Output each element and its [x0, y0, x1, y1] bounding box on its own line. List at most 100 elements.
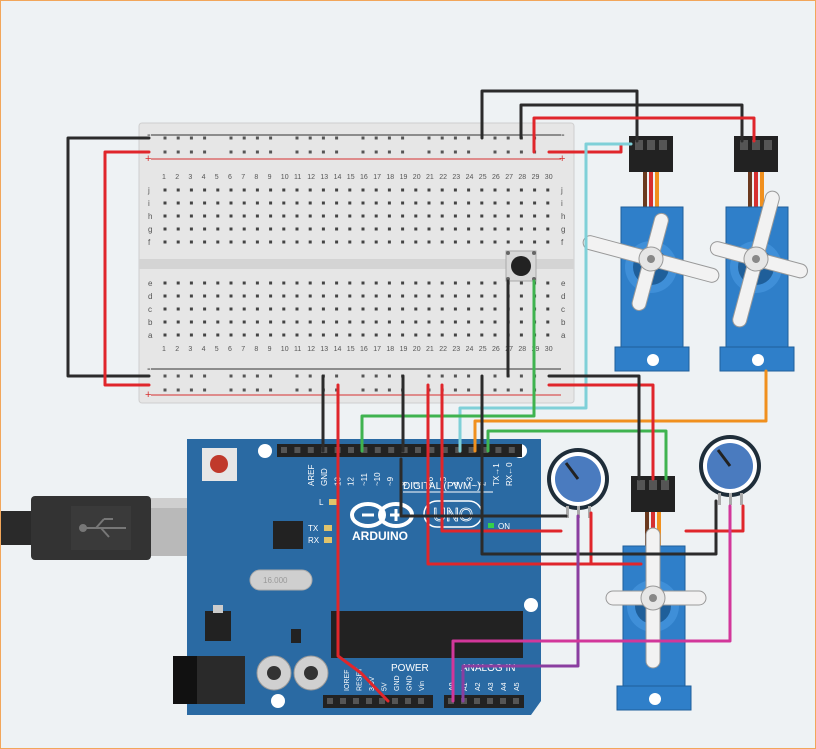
row-label: e	[561, 279, 566, 288]
column-label: 5	[215, 346, 219, 353]
capacitors	[256, 655, 329, 691]
column-label: 1	[162, 346, 166, 353]
column-label: 4	[202, 346, 206, 353]
column-label: 26	[492, 346, 500, 353]
analog-pin-label: A2	[475, 682, 482, 691]
svg-text:16.000: 16.000	[263, 576, 288, 585]
row-label: j	[560, 186, 563, 195]
rail-minus-label: -	[147, 129, 151, 141]
wire-black-pot1-gnd	[399, 457, 568, 518]
column-label: 10	[281, 174, 289, 181]
breadboard[interactable]: 1122334455667788991010111112121313141415…	[138, 122, 575, 404]
column-label: 14	[334, 346, 342, 353]
column-label: 13	[320, 346, 328, 353]
column-label: 12	[307, 346, 315, 353]
column-label: 25	[479, 174, 487, 181]
wire-red-pot-loop	[440, 383, 563, 533]
power-pin-label: GND	[407, 675, 414, 691]
column-label: 27	[505, 174, 513, 181]
row-label: g	[561, 225, 565, 234]
column-label: 15	[347, 174, 355, 181]
column-label: 24	[466, 174, 474, 181]
header-analog[interactable]	[444, 695, 524, 708]
wire-red-5v	[336, 383, 390, 703]
breadboard-labels: 1122334455667788991010111112121313141415…	[147, 174, 566, 353]
wire-red-rail-left	[103, 150, 151, 387]
wire-green-servo3	[486, 429, 668, 481]
wire-cyan-servo1-signal	[458, 142, 633, 453]
column-label: 15	[347, 346, 355, 353]
wire-red-pot2	[684, 504, 745, 533]
potentiometer-1[interactable]	[547, 448, 609, 518]
row-label: a	[561, 331, 566, 340]
digital-pin-label: 7	[413, 481, 422, 486]
column-label: 20	[413, 174, 421, 181]
row-label: e	[148, 279, 153, 288]
wires[interactable]	[66, 89, 768, 703]
row-label: h	[561, 212, 565, 221]
row-label: i	[148, 199, 150, 208]
digital-pin-label: ~10	[373, 472, 382, 486]
wire-black-servo2-gnd	[519, 103, 744, 143]
wire-black-servo-gnd	[480, 89, 639, 143]
wire-purple-pot1-wiper	[461, 514, 580, 703]
wire-red-pot1	[426, 383, 593, 566]
column-label: 19	[400, 174, 408, 181]
servo-2[interactable]	[692, 136, 816, 372]
column-label: 7	[241, 346, 245, 353]
wire-black-rail-left	[66, 136, 151, 378]
potentiometer-2[interactable]	[699, 435, 761, 505]
crystal: 16.000	[249, 569, 313, 591]
regulator	[205, 611, 231, 641]
column-label: 14	[334, 174, 342, 181]
on-label: ON	[498, 522, 510, 531]
on-led	[488, 523, 494, 528]
column-label: 9	[268, 346, 272, 353]
wire-red-servo1-vcc	[547, 143, 623, 154]
analog-pin-label: A4	[501, 682, 508, 691]
digital-pin-label: 12	[347, 477, 356, 486]
power-pin-label: Vin	[419, 681, 426, 691]
row-label: b	[148, 318, 153, 327]
wire-green-button	[360, 279, 536, 453]
digital-pin-label: AREF	[307, 465, 316, 486]
row-label: g	[148, 225, 152, 234]
analog-pin-label: A3	[488, 682, 495, 691]
row-label: h	[148, 212, 152, 221]
row-label: j	[147, 186, 150, 195]
rail-plus-label: +	[145, 153, 151, 165]
servo-horn	[709, 190, 808, 328]
column-label: 28	[518, 174, 526, 181]
column-label: 18	[386, 346, 394, 353]
servo-horn	[582, 212, 720, 311]
column-label: 11	[294, 346, 301, 353]
column-label: 16	[360, 174, 368, 181]
analog-label: ANALOG IN	[461, 663, 515, 674]
wire-black-servo-rail	[547, 374, 641, 481]
column-label: 25	[479, 346, 487, 353]
pushbutton[interactable]	[505, 250, 537, 282]
usb-chip	[273, 521, 303, 549]
row-label: f	[561, 238, 564, 247]
digital-pin-label: 4	[452, 481, 461, 486]
column-label: 3	[188, 346, 192, 353]
column-label: 20	[413, 346, 421, 353]
rail-plus-label-bottom: +	[145, 389, 151, 401]
servo-horn	[605, 527, 707, 669]
rail-minus-label-right: -	[561, 129, 565, 141]
reset-button[interactable]	[202, 448, 237, 481]
wire-red-servo-vcc	[532, 116, 756, 154]
header-digital[interactable]	[277, 444, 522, 457]
column-label: 2	[175, 174, 179, 181]
servo-3[interactable]	[605, 476, 707, 711]
column-label: 16	[360, 346, 368, 353]
breadboard-holes[interactable]	[163, 136, 550, 392]
column-label: 8	[254, 346, 258, 353]
wire-magenta-pot2-wiper	[451, 504, 732, 703]
column-label: 4	[202, 174, 206, 181]
servo-1[interactable]	[570, 136, 731, 372]
row-label: f	[148, 238, 151, 247]
header-power[interactable]	[323, 695, 433, 708]
